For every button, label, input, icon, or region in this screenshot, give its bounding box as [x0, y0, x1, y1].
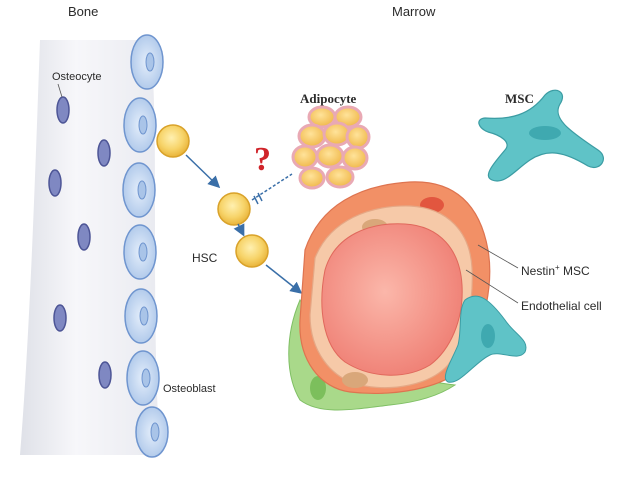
osteoblast-label: Osteoblast: [163, 383, 216, 395]
hsc-cell: [235, 234, 269, 268]
leader-lines: [465, 244, 519, 304]
osteocytes: [48, 83, 112, 389]
osteocyte-cell: [48, 169, 62, 197]
hsc-cell: [156, 124, 190, 158]
msc-label: MSC: [505, 91, 534, 106]
osteocyte-label: Osteocyte: [52, 71, 102, 83]
question-mark: ?: [254, 141, 271, 178]
hsc-cells: [156, 124, 269, 268]
osteoblast-lining: [122, 34, 169, 458]
hsc-label: HSC: [192, 251, 218, 265]
bone-region: [20, 40, 160, 455]
osteocyte-cell: [77, 223, 91, 251]
migration-arrows: [185, 154, 303, 294]
adipocyte-label: Adipocyte: [300, 91, 357, 106]
vessel-niche: [288, 181, 527, 411]
adipocyte-cluster: [291, 105, 371, 190]
endothelial-label: Endothelial cell: [521, 299, 602, 313]
msc-cell: [478, 89, 604, 182]
osteocyte-cell: [98, 361, 112, 389]
nestin-msc-label: Nestin+ MSC: [521, 263, 590, 278]
osteocyte-cell: [53, 304, 67, 332]
marrow-label: Marrow: [392, 4, 436, 19]
osteocyte-cell: [97, 139, 111, 167]
bone-label: Bone: [68, 4, 98, 19]
hsc-cell: [217, 192, 251, 226]
osteocyte-cell: [56, 96, 70, 124]
